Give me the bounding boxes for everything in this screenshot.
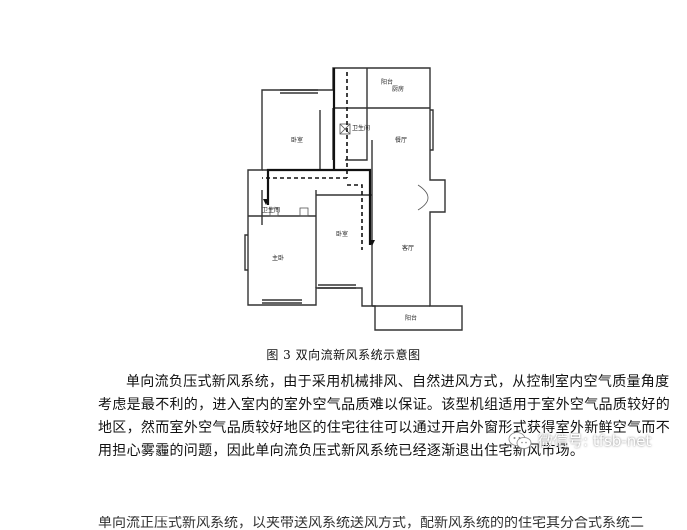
room-label-living-room: 客厅 <box>402 244 414 252</box>
wechat-icon <box>508 431 532 449</box>
room-label-bedroom-middle: 卧室 <box>336 230 348 238</box>
room-label-bathroom-right: 卫生间 <box>352 124 370 132</box>
room-label-bathroom-left: 卫生间 <box>262 206 280 214</box>
room-label-balcony-top: 阳台 <box>381 78 393 86</box>
room-label-master-bedroom: 主卧 <box>272 254 284 262</box>
cut-off-line: 单向流正压式新风系统，以夹带送风系统送风方式，配新风系统的的住宅其分合式系统二 <box>98 516 658 530</box>
room-label-kitchen: 厨房 <box>392 85 404 93</box>
cut-off-line-text: 单向流正压式新风系统，以夹带送风系统送风方式，配新风系统的的住宅其分合式系统二 <box>98 516 644 530</box>
watermark-text: 微信号: tfsb-net <box>538 432 652 450</box>
watermark: 微信号: tfsb-net <box>508 430 651 451</box>
floor-plan-diagram: 阳台 厨房 卧室 卫生间 餐厅 卫生间 卧室 主卧 客厅 阳台 <box>244 67 463 331</box>
figure-caption: 图 3 双向流新风系统示意图 <box>266 348 421 362</box>
paragraph-line: 考虑是最不利的，进入室内的室外空气品质难以保证。该型机组适用于室外空气品质较好的 <box>98 397 670 413</box>
body-paragraph: 单向流负压式新风系统，由于采用机械排风、自然进风方式，从控制室内空气质量角度 考… <box>98 371 678 463</box>
room-label-dining: 餐厅 <box>395 136 407 144</box>
room-label-balcony-bottom: 阳台 <box>405 314 417 322</box>
paragraph-line: 单向流负压式新风系统，由于采用机械排风、自然进风方式，从控制室内空气质量角度 <box>126 374 670 390</box>
paragraph-line: 地区，然而室外空气品质较好地区的住宅往往可以通过开启外窗形式获得室外新鲜空气而不 <box>98 420 670 436</box>
paragraph-line: 用担心雾霾的问题，因此单向流负压式新风系统已经逐渐退出住宅新风市场。 <box>98 443 585 459</box>
room-label-bedroom-left: 卧室 <box>291 136 303 144</box>
